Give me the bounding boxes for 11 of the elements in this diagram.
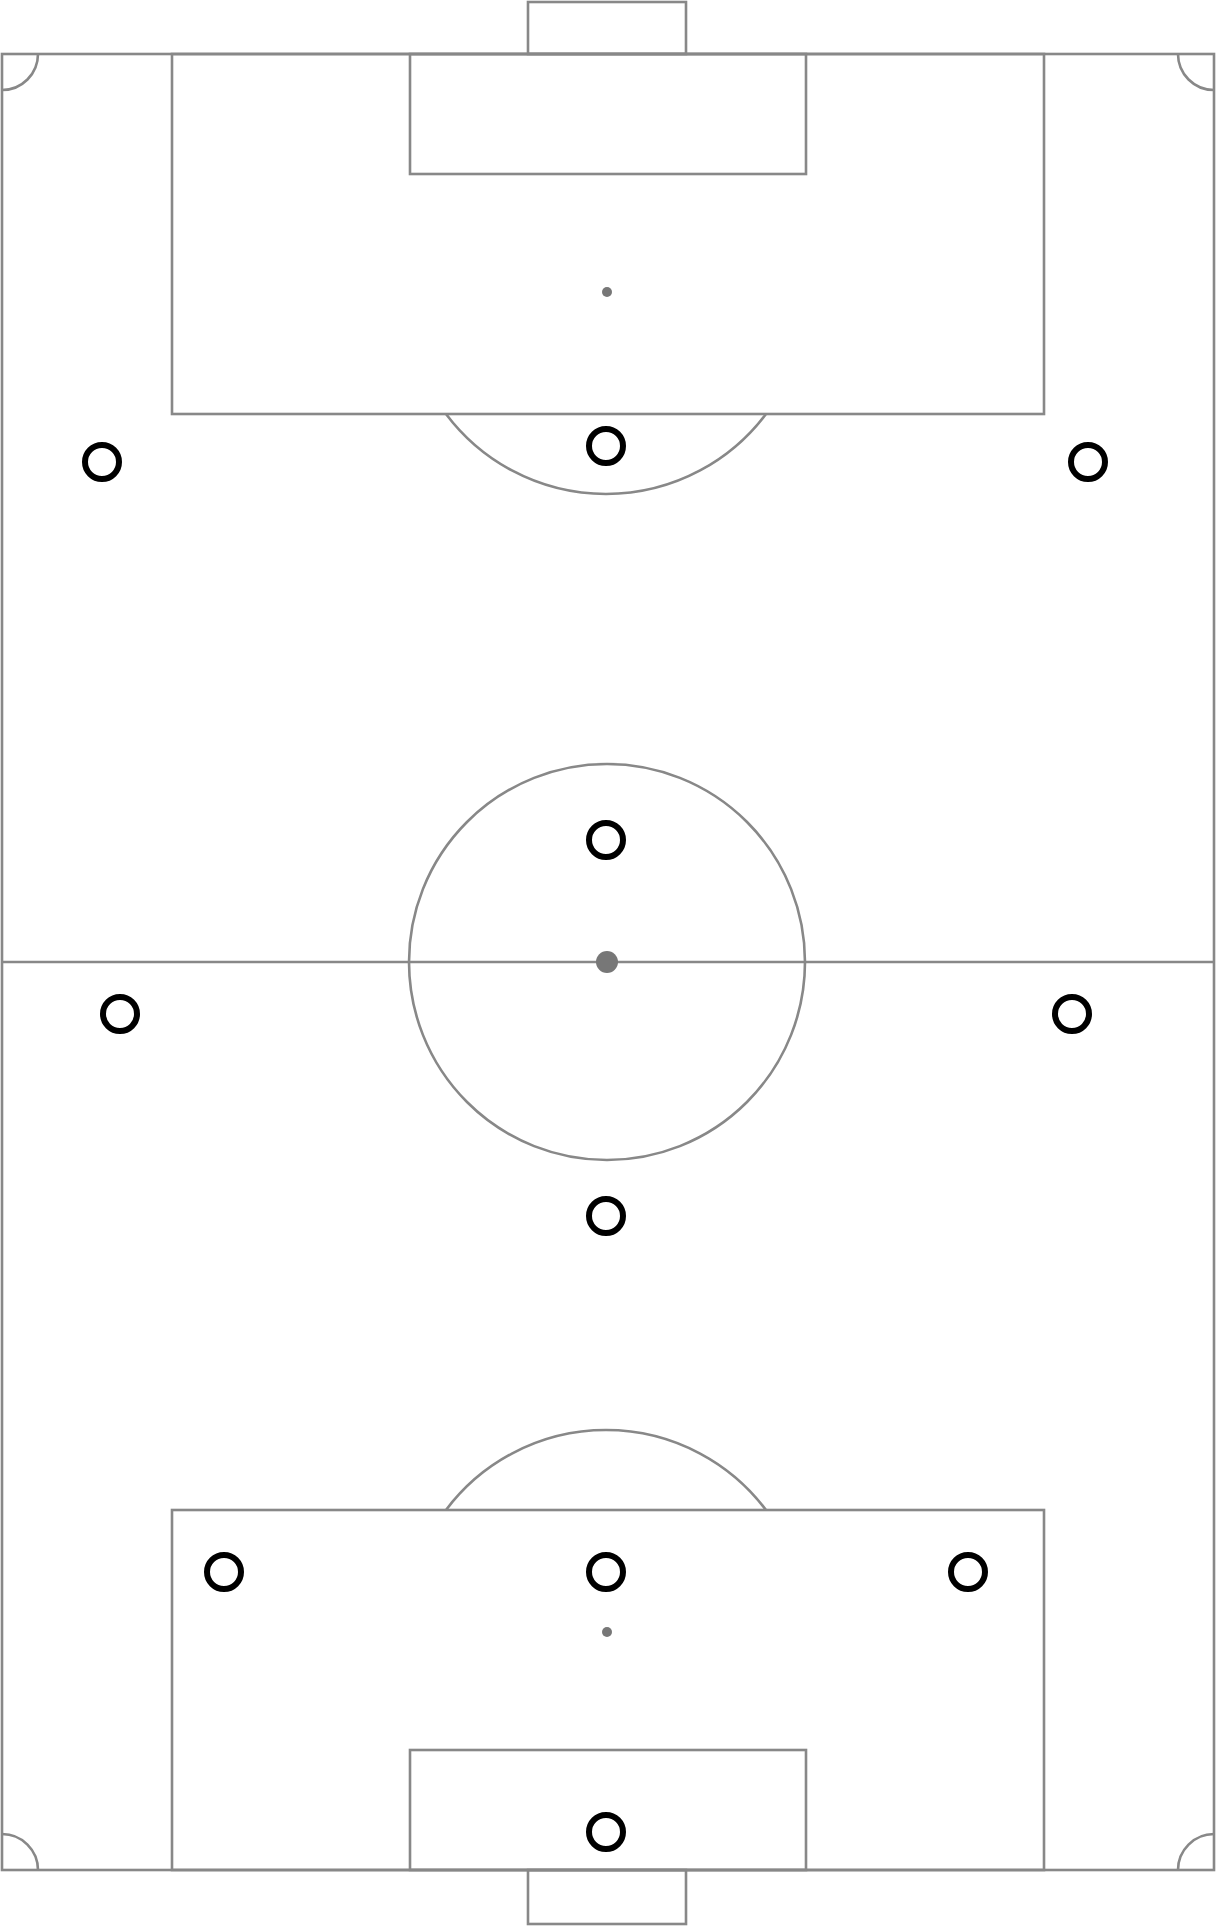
player-marker bbox=[82, 442, 122, 482]
player-marker bbox=[1068, 442, 1108, 482]
player-marker bbox=[586, 1552, 626, 1592]
player-marker bbox=[948, 1552, 988, 1592]
player-marker bbox=[100, 994, 140, 1034]
player-marker bbox=[586, 426, 626, 466]
player-marker bbox=[586, 820, 626, 860]
player-marker bbox=[586, 1196, 626, 1236]
player-marker bbox=[1052, 994, 1092, 1034]
player-marker bbox=[586, 1812, 626, 1852]
player-marker bbox=[204, 1552, 244, 1592]
